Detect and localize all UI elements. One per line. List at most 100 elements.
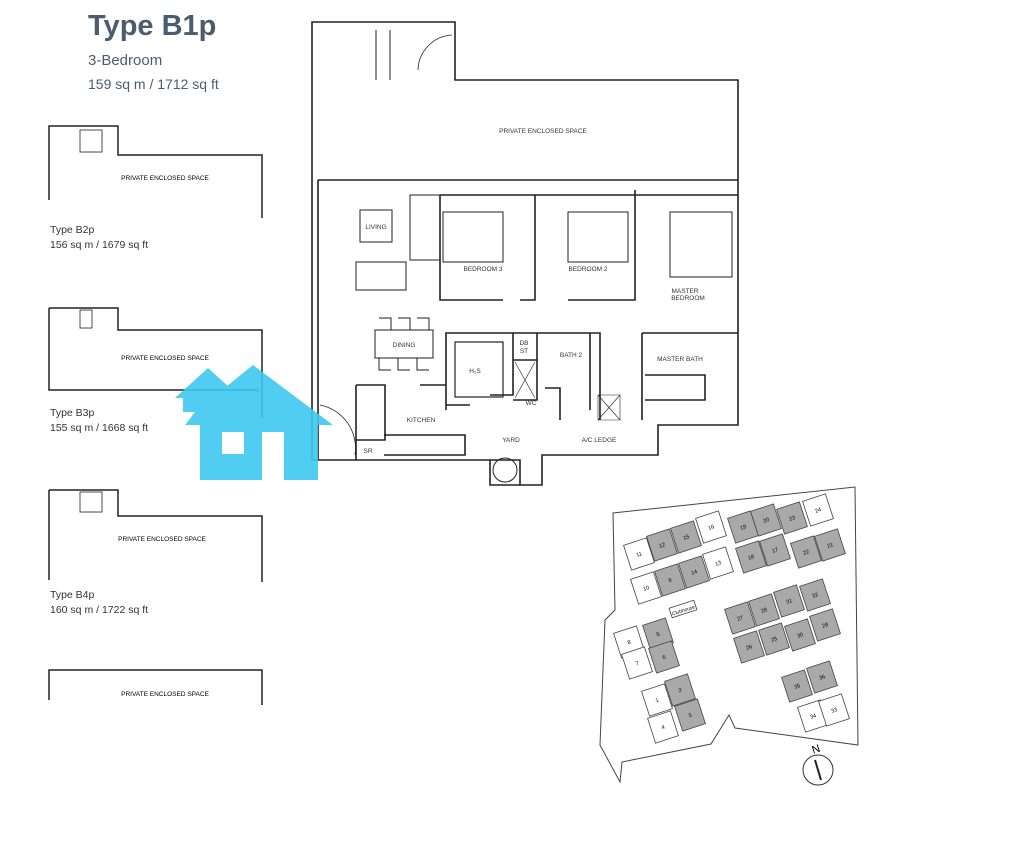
site-block-36: 36 [806, 660, 838, 694]
site-block-23: 23 [776, 501, 808, 535]
block-number: 9 [668, 578, 673, 585]
north-label: N [810, 743, 821, 757]
block-number: 25 [770, 636, 778, 644]
block-shape [621, 646, 653, 680]
site-block-3: 3 [674, 698, 706, 732]
thumb-space-label: PRIVATE ENCLOSED SPACE [121, 175, 209, 182]
block-number: 29 [821, 622, 829, 630]
block-shape [674, 698, 706, 732]
room-bedroom-3: BEDROOM 3 [463, 266, 502, 273]
type-b3p-thumb[interactable]: Type B3p 155 sq m / 1668 sq ft [50, 406, 148, 436]
block-number: 33 [830, 707, 838, 715]
block-number: 34 [809, 713, 817, 721]
site-block-27: 27 [724, 601, 756, 635]
site-block-28: 28 [748, 593, 780, 627]
type-area: 156 sq m / 1679 sq ft [50, 239, 149, 251]
block-number: 27 [736, 615, 744, 623]
room-st: ST [520, 348, 528, 355]
block-number: 30 [796, 632, 804, 640]
block-number: 12 [658, 542, 666, 550]
site-block-30: 30 [784, 618, 816, 652]
block-shape [814, 528, 846, 562]
room-master-bedroom: MASTER [671, 288, 698, 295]
block-shape [784, 618, 816, 652]
type-area: 160 sq m / 1722 sq ft [50, 604, 149, 616]
block-shape [641, 683, 673, 717]
site-block-14: 14 [678, 555, 710, 589]
block-shape [695, 510, 727, 544]
block-number: 20 [762, 517, 770, 525]
thumbnail-plans: PRIVATE ENCLOSED SPACE PRIVATE ENCLOSED … [48, 125, 263, 705]
block-number: 22 [802, 549, 810, 557]
block-shape [759, 533, 791, 567]
block-number: 28 [760, 607, 768, 615]
block-number: 35 [793, 683, 801, 691]
block-shape [806, 660, 838, 694]
site-block-7: 7 [621, 646, 653, 680]
site-block-13: 13 [702, 546, 734, 580]
block-shape [648, 640, 680, 674]
site-block-17: 17 [759, 533, 791, 567]
house-icon [175, 365, 333, 480]
type-name: Type B3p [50, 407, 95, 419]
block-number: 5 [656, 632, 661, 639]
site-block-21: 21 [814, 528, 846, 562]
block-shape [647, 710, 679, 744]
site-block-20: 20 [750, 503, 782, 537]
block-shape [809, 608, 841, 642]
room-bath-2: BATH 2 [560, 352, 583, 359]
north-compass-icon [802, 754, 834, 786]
site-block-18: 18 [735, 540, 767, 574]
site-block-33: 33 [818, 693, 850, 727]
block-number: 21 [826, 542, 834, 550]
room-yard: YARD [502, 437, 520, 444]
site-block-31: 31 [773, 584, 805, 618]
thumb-space-label: PRIVATE ENCLOSED SPACE [118, 536, 206, 543]
room-household-shelter: H₂S [469, 368, 481, 375]
site-block-6: 6 [648, 640, 680, 674]
site-block-29: 29 [809, 608, 841, 642]
other-types-panel: PRIVATE ENCLOSED SPACE PRIVATE ENCLOSED … [0, 0, 300, 720]
room-store: SR [363, 448, 372, 455]
block-shape [781, 669, 813, 703]
site-block-1: 1 [641, 683, 673, 717]
block-number: 23 [788, 515, 796, 523]
site-block-35: 35 [781, 669, 813, 703]
block-shape [750, 503, 782, 537]
room-kitchen: KITCHEN [407, 417, 436, 424]
block-number: 10 [642, 585, 650, 593]
block-shape [802, 493, 834, 527]
thumb-space-label: PRIVATE ENCLOSED SPACE [121, 691, 209, 698]
site-block-12: 12 [646, 528, 678, 562]
block-shape [630, 571, 662, 605]
room-master-bedroom: BEDROOM [671, 295, 705, 302]
block-number: 1 [655, 698, 660, 705]
unit-bedrooms: 3-Bedroom [88, 52, 163, 69]
block-shape [735, 540, 767, 574]
block-number: 26 [745, 644, 753, 652]
site-block-2: 2 [664, 673, 696, 707]
block-shape [776, 501, 808, 535]
block-shape [724, 601, 756, 635]
block-shape [799, 578, 831, 612]
unit-area: 159 sq m / 1712 sq ft [88, 76, 219, 92]
thumb-space-label: PRIVATE ENCLOSED SPACE [121, 355, 209, 362]
block-shape [773, 584, 805, 618]
block-number: 24 [814, 507, 822, 515]
site-block-15: 15 [670, 520, 702, 554]
block-number: 7 [635, 661, 640, 668]
block-shape [733, 630, 765, 664]
block-shape [646, 528, 678, 562]
block-shape [818, 693, 850, 727]
block-number: 31 [785, 598, 793, 606]
site-block-4: 4 [647, 710, 679, 744]
type-b4p-thumb[interactable]: Type B4p 160 sq m / 1722 sq ft [50, 588, 148, 618]
block-number: 17 [771, 547, 779, 555]
unit-type-title: Type B1p [88, 10, 217, 42]
block-number: 2 [678, 688, 683, 695]
block-shape [748, 593, 780, 627]
block-shape [678, 555, 710, 589]
type-b2p-thumb[interactable]: Type B2p 156 sq m / 1679 sq ft [50, 223, 148, 253]
room-bedroom-2: BEDROOM 2 [568, 266, 607, 273]
